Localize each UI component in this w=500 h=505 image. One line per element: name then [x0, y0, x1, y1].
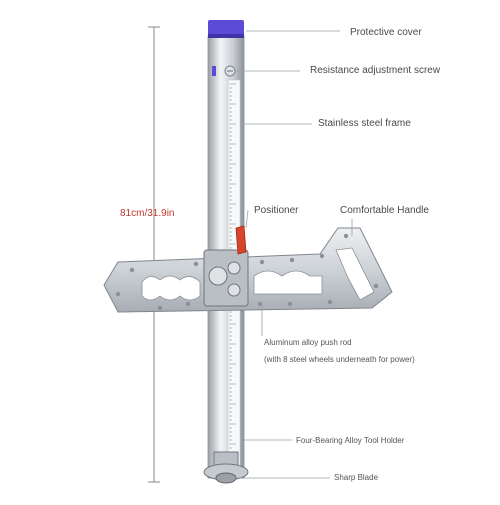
positioner-block: [203, 249, 249, 307]
protective-cover-rim: [208, 34, 244, 38]
callout-protective-cover: Protective cover: [350, 27, 422, 38]
callout-frame: Stainless steel frame: [318, 118, 411, 129]
callout-blade: Sharp Blade: [334, 473, 379, 482]
rail-accent: [212, 66, 216, 76]
callout-tool-holder: Four-Bearing Alloy Tool Holder: [296, 436, 405, 445]
sharp-blade: [215, 472, 237, 484]
tool-holder: [203, 451, 249, 481]
dimension-line: [148, 26, 160, 483]
callout-resistance-screw: Resistance adjustment screw: [310, 65, 441, 76]
positioner-lever: [235, 225, 247, 255]
callout-positioner: Positioner: [254, 205, 299, 216]
callout-push-rod-note: (with 8 steel wheels underneath for powe…: [264, 355, 415, 364]
callout-handle: Comfortable Handle: [340, 205, 429, 216]
protective-cover: [208, 20, 244, 38]
callout-push-rod: Aluminum alloy push rod: [264, 338, 352, 347]
callout-lines: [234, 30, 353, 479]
dimension-label: 81cm/31.9in: [120, 208, 175, 219]
